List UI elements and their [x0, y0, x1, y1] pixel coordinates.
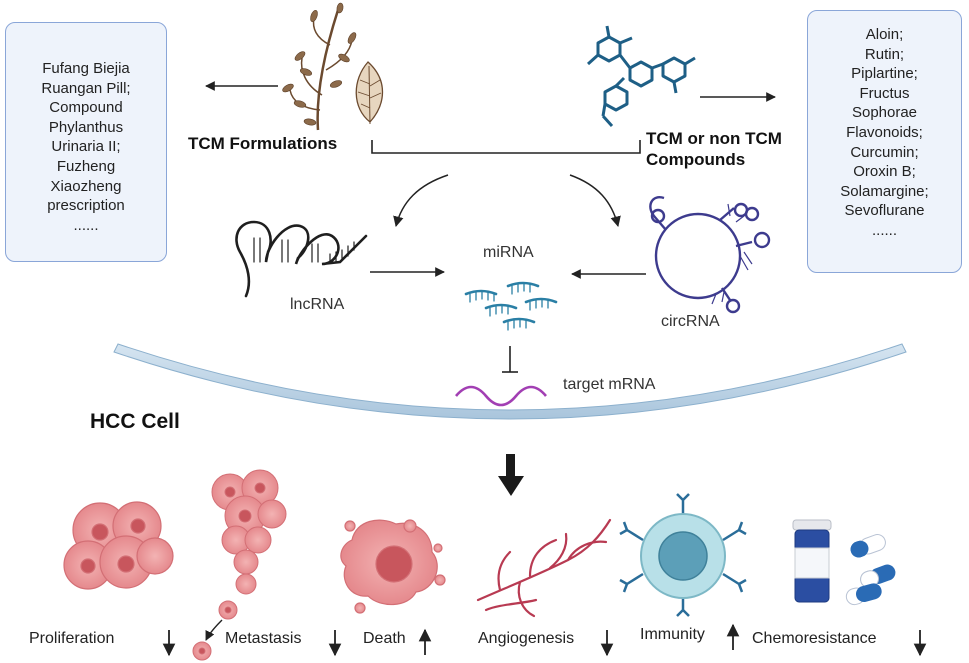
formulation-item: Fufang Biejia — [42, 60, 130, 77]
outcome-label: Immunity — [640, 626, 705, 643]
target-mrna-label: target mRNA — [563, 376, 656, 393]
cell-membrane — [113, 343, 907, 420]
formulation-item: prescription — [47, 197, 125, 215]
immune-cell-icon — [619, 493, 747, 617]
blood-vessel-icon — [476, 518, 612, 618]
outcome-label: Angiogenesis — [478, 630, 575, 647]
formulation-item: Urinaria II; — [51, 138, 121, 156]
cell-death-icon — [340, 519, 446, 614]
down-arrow-icon — [498, 454, 524, 496]
circrna-icon — [649, 196, 771, 314]
tcm-formulations-label: TCM Formulations — [188, 134, 338, 153]
hcc-cell-label: HCC Cell — [90, 410, 180, 433]
compounds-box: Aloin; Rutin; Piplartine; Fructus Sophor… — [807, 10, 962, 273]
target-mrna-icon — [455, 385, 547, 407]
proliferation-cells-icon — [63, 501, 174, 590]
pill-capsules-icon — [845, 534, 896, 606]
formulation-item: Fuzheng — [56, 157, 116, 175]
mirna-cluster-icon — [464, 281, 558, 331]
lncrna-icon — [235, 220, 368, 298]
compound-item: Piplartine; — [851, 65, 918, 83]
compounds-list: Aloin; Rutin; Piplartine; Fructus Sophor… — [808, 25, 961, 241]
formulation-item: Ruangan Pill; — [41, 79, 131, 97]
formulations-list: Fufang Biejia Ruangan Pill; Compound Phy… — [6, 59, 166, 235]
outcome-label: Death — [363, 630, 406, 647]
outcome-label: Chemoresistance — [752, 630, 877, 647]
compound-item: Rutin; — [864, 45, 905, 63]
tcm-compounds-label-line: TCM or non TCM — [646, 129, 782, 148]
tcm-compounds-label: TCM or non TCM Compounds — [646, 128, 782, 170]
compound-item: Oroxin B; — [853, 163, 916, 181]
outcome-label: Proliferation — [29, 630, 115, 647]
formulation-item: ...... — [73, 216, 99, 234]
formulation-item: Compound — [49, 99, 123, 117]
compound-item: Solamargine; — [840, 182, 929, 200]
compound-item: Fructus — [859, 84, 910, 102]
outcome-trend-arrows — [162, 623, 927, 657]
tcm-compounds-label-line: Compounds — [646, 150, 746, 169]
molecule-icon — [586, 25, 696, 128]
outcome-label: Metastasis — [225, 630, 302, 647]
herb-plant-icon — [282, 2, 383, 131]
compound-item: Sophorae — [851, 104, 918, 122]
compound-item: Flavonoids; — [846, 123, 923, 141]
formulation-item: Xiaozheng — [50, 177, 122, 195]
metastasis-cells-icon — [192, 469, 287, 661]
compound-item: Curcumin; — [850, 143, 919, 161]
compound-item: Sevoflurane — [844, 202, 925, 220]
circrna-label: circRNA — [661, 313, 720, 330]
compound-item: Aloin; — [865, 26, 904, 43]
lncrna-label: lncRNA — [290, 296, 345, 313]
mirna-label: miRNA — [483, 244, 534, 261]
formulations-box: Fufang Biejia Ruangan Pill; Compound Phy… — [5, 22, 167, 262]
formulation-item: Phylanthus — [48, 118, 124, 136]
medicine-bottle-icon — [792, 519, 832, 603]
compound-item: ...... — [871, 221, 897, 239]
